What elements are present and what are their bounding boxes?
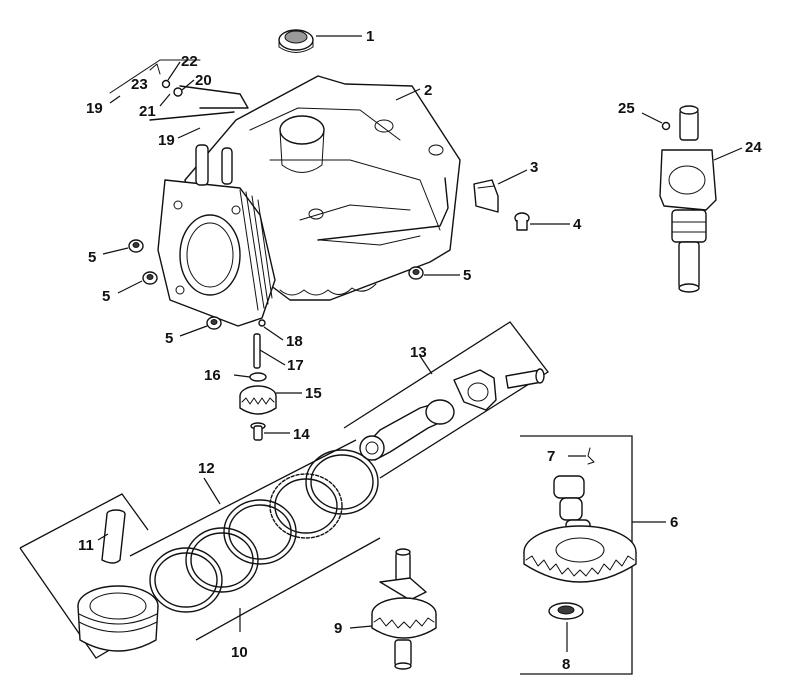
- leader-2: [395, 88, 421, 101]
- callout-3: 3: [530, 159, 538, 176]
- part-oil-seal: [278, 29, 314, 53]
- leader-19a: [109, 95, 121, 104]
- leader-20: [181, 79, 195, 91]
- callout-25: 25: [618, 100, 635, 117]
- callout-16: 16: [204, 367, 221, 384]
- callout-23: 23: [131, 76, 148, 93]
- leader-18: [263, 326, 284, 341]
- callout-4: 4: [573, 216, 582, 233]
- callout-17: 17: [287, 357, 304, 374]
- leader-17: [259, 349, 286, 366]
- leader-22: [167, 61, 181, 81]
- part-bracket: [473, 179, 499, 213]
- callout-19-b: 19: [158, 132, 175, 149]
- leader-24: [713, 147, 743, 161]
- part-governor-link: [109, 59, 249, 121]
- callout-19-a: 19: [86, 100, 103, 117]
- leader-3: [497, 169, 528, 185]
- leader-5a: [102, 247, 129, 255]
- leader-19b: [177, 127, 201, 139]
- callout-5-d: 5: [463, 267, 471, 284]
- part-bushing-d: [408, 266, 424, 280]
- callout-12: 12: [198, 460, 215, 477]
- callout-5-b: 5: [102, 288, 110, 305]
- callout-9: 9: [334, 620, 342, 637]
- leader-5c: [179, 325, 208, 337]
- part-camshaft: [520, 435, 637, 675]
- part-crankshaft: [659, 105, 717, 293]
- leader-16: [233, 374, 251, 378]
- callout-7: 7: [547, 448, 555, 465]
- part-balance-shaft: [371, 548, 437, 670]
- part-governor-gear: [239, 319, 277, 441]
- part-crankcase: [157, 75, 461, 327]
- part-piston-group: [19, 439, 381, 659]
- callout-21: 21: [139, 103, 156, 120]
- part-bushing-c: [206, 316, 222, 330]
- callout-8: 8: [562, 656, 570, 673]
- callout-20: 20: [195, 72, 212, 89]
- callout-15: 15: [305, 385, 322, 402]
- leader-9: [349, 625, 373, 629]
- callout-13: 13: [410, 344, 427, 361]
- callout-22: 22: [181, 53, 198, 70]
- callout-24: 24: [745, 139, 762, 156]
- leader-21: [159, 93, 171, 107]
- callout-11: 11: [78, 537, 94, 554]
- leader-13: [419, 355, 433, 375]
- callout-2: 2: [424, 82, 432, 99]
- leader-5b: [117, 280, 143, 294]
- part-bushing-a: [128, 239, 144, 253]
- callout-6: 6: [670, 514, 678, 531]
- part-connecting-rod: [343, 321, 549, 479]
- leader-25: [641, 112, 663, 124]
- callout-1: 1: [366, 28, 374, 45]
- callout-14: 14: [293, 426, 310, 443]
- part-bolt-4: [514, 212, 530, 231]
- callout-5-c: 5: [165, 330, 173, 347]
- part-bushing-b: [142, 271, 158, 285]
- callout-5-a: 5: [88, 249, 96, 266]
- callout-18: 18: [286, 333, 303, 350]
- leader-12: [203, 477, 221, 505]
- leader-11: [97, 533, 109, 541]
- callout-10: 10: [231, 644, 248, 661]
